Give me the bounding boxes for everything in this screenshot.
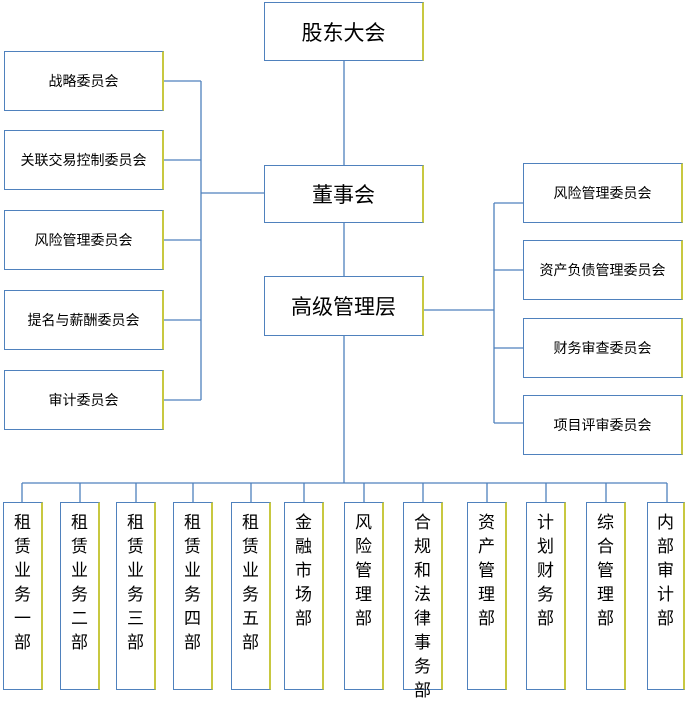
mgmt-committee-project-review: 项目评审委员会 — [523, 395, 683, 455]
department-box: 合规和法律事务部 — [403, 502, 443, 701]
department-label: 资产管理部 — [478, 513, 495, 629]
board-committee-label: 关联交易控制委员会 — [20, 153, 147, 169]
board-committee-nomination: 提名与薪酬委员会 — [4, 290, 164, 350]
mgmt-committee-risk: 风险管理委员会 — [523, 163, 683, 223]
management-label: 高级管理层 — [291, 295, 396, 319]
board-committee-label: 提名与薪酬委员会 — [27, 313, 140, 329]
board-committee-label: 风险管理委员会 — [34, 233, 133, 249]
mgmt-committee-label: 财务审查委员会 — [553, 341, 652, 357]
department-box: 资产管理部 — [467, 502, 507, 690]
department-box: 租赁业务四部 — [173, 502, 213, 690]
department-label: 风险管理部 — [355, 513, 372, 629]
mgmt-committee-label: 项目评审委员会 — [553, 418, 652, 434]
mgmt-committee-label: 资产负债管理委员会 — [539, 263, 666, 279]
department-label: 内部审计部 — [657, 513, 674, 629]
management-box: 高级管理层 — [264, 276, 424, 336]
department-box: 计划财务部 — [526, 502, 566, 690]
department-label: 租赁业务三部 — [127, 513, 144, 653]
department-label: 计划财务部 — [537, 513, 554, 629]
department-box: 金融市场部 — [284, 502, 324, 690]
department-box: 风险管理部 — [344, 502, 384, 690]
mgmt-committee-alm: 资产负债管理委员会 — [523, 240, 683, 300]
board-box: 董事会 — [264, 165, 424, 223]
department-label: 租赁业务五部 — [242, 513, 259, 653]
department-box: 租赁业务二部 — [60, 502, 100, 690]
shareholders-box: 股东大会 — [264, 2, 424, 61]
department-box: 内部审计部 — [647, 502, 685, 690]
board-label: 董事会 — [312, 183, 375, 207]
board-committee-audit: 审计委员会 — [4, 370, 164, 430]
department-box: 租赁业务三部 — [116, 502, 156, 690]
department-label: 租赁业务一部 — [14, 513, 31, 653]
board-committee-related-party: 关联交易控制委员会 — [4, 130, 164, 190]
shareholders-label: 股东大会 — [301, 20, 386, 45]
mgmt-committee-label: 风险管理委员会 — [553, 186, 652, 202]
department-label: 合规和法律事务部 — [414, 513, 431, 701]
department-label: 租赁业务四部 — [184, 513, 201, 653]
department-box: 租赁业务一部 — [3, 502, 43, 690]
board-committee-label: 战略委员会 — [48, 74, 119, 90]
department-label: 综合管理部 — [597, 513, 614, 629]
board-committee-label: 审计委员会 — [48, 393, 119, 409]
board-committee-strategy: 战略委员会 — [4, 51, 164, 111]
board-committee-risk: 风险管理委员会 — [4, 210, 164, 270]
department-box: 综合管理部 — [586, 502, 626, 690]
department-label: 金融市场部 — [295, 513, 312, 629]
department-label: 租赁业务二部 — [71, 513, 88, 653]
department-box: 租赁业务五部 — [231, 502, 271, 690]
mgmt-committee-finance-review: 财务审查委员会 — [523, 318, 683, 378]
